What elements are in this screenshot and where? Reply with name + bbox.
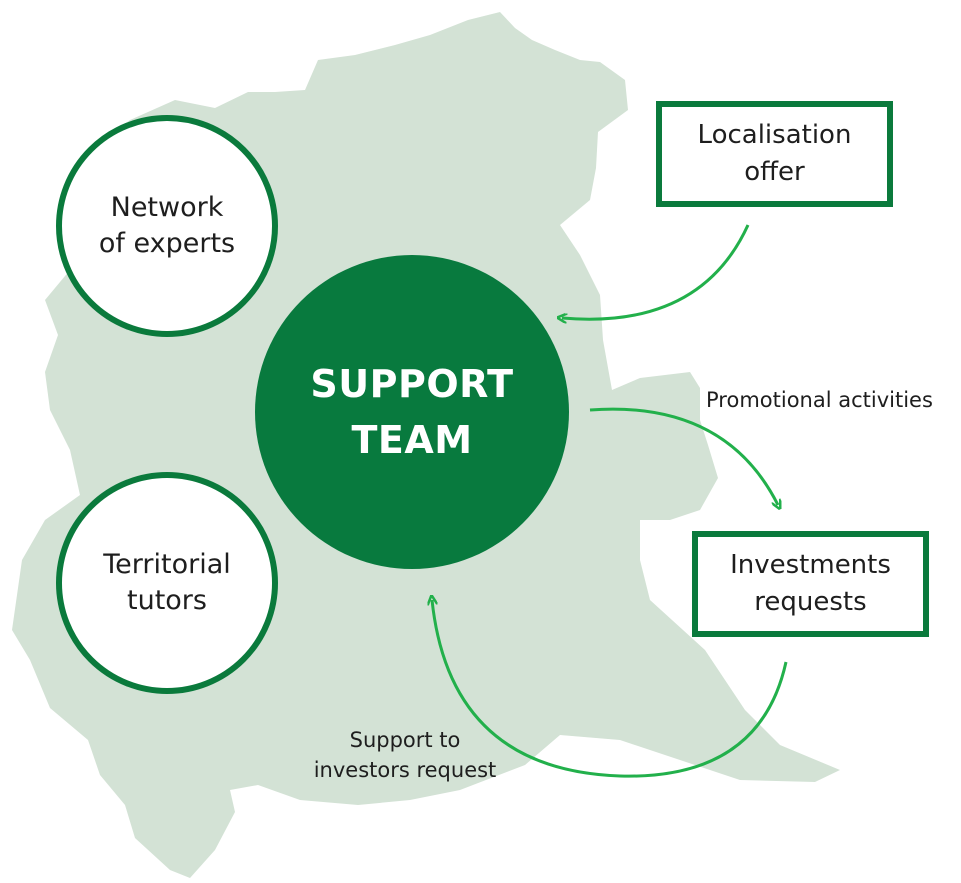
support-team-line2: TEAM: [351, 418, 473, 462]
territorial-tutors-line1: Territorial: [103, 549, 231, 580]
support-to-investors-label: Support to investors request: [300, 725, 510, 785]
support-to-investors-line2: investors request: [313, 758, 497, 782]
localisation-offer-box: Localisation offer: [656, 101, 893, 207]
territorial-tutors-node: Territorial tutors: [56, 472, 278, 694]
investments-requests-box: Investments requests: [692, 531, 929, 637]
network-of-experts-line1: Network: [110, 192, 224, 223]
investments-requests-line2: requests: [754, 587, 867, 617]
support-to-investors-line1: Support to: [349, 728, 461, 752]
investments-requests-line1: Investments: [730, 550, 891, 580]
support-team-line1: SUPPORT: [310, 362, 514, 406]
localisation-offer-line2: offer: [744, 157, 805, 187]
promotional-activities-label: Promotional activities: [706, 388, 933, 412]
localisation-offer-line1: Localisation: [697, 120, 852, 150]
arrow-core-to-investments: [589, 407, 778, 505]
territorial-tutors-line2: tutors: [127, 585, 207, 616]
arrow-investments-to-core: [432, 600, 788, 778]
arrow-localisation-to-core: [562, 224, 750, 319]
network-of-experts-line2: of experts: [98, 228, 236, 259]
support-team-node: SUPPORT TEAM: [255, 255, 569, 569]
network-of-experts-node: Network of experts: [56, 115, 278, 337]
